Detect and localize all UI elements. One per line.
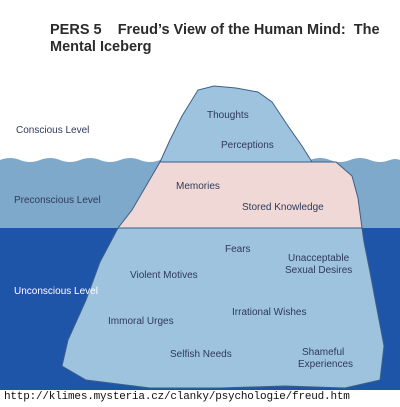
unacceptable-line1-label: Unacceptable xyxy=(288,253,350,264)
title-line-1: PERS 5 Freud’s View of the Human Mind: T… xyxy=(50,22,380,38)
irrational-wishes-label: Irrational Wishes xyxy=(232,307,306,318)
source-url: http://klimes.mysteria.cz/clanky/psychol… xyxy=(4,391,350,403)
shameful-line2-label: Experiences xyxy=(298,359,353,370)
memories-label: Memories xyxy=(176,181,220,192)
page-title: PERS 5 Freud’s View of the Human Mind: T… xyxy=(50,22,390,56)
iceberg-submerged xyxy=(61,227,385,389)
stored-knowledge-label: Stored Knowledge xyxy=(242,202,324,213)
perceptions-label: Perceptions xyxy=(221,140,274,151)
selfish-needs-label: Selfish Needs xyxy=(170,349,232,360)
thoughts-label: Thoughts xyxy=(207,110,249,121)
preconscious-level-label: Preconscious Level xyxy=(14,195,101,206)
violent-motives-label: Violent Motives xyxy=(130,270,198,281)
immoral-urges-label: Immoral Urges xyxy=(108,316,174,327)
unconscious-level-label: Unconscious Level xyxy=(14,286,98,297)
title-line-2: Mental Iceberg xyxy=(50,39,152,55)
conscious-level-label: Conscious Level xyxy=(16,125,89,136)
fears-label: Fears xyxy=(225,244,251,255)
iceberg-preconscious xyxy=(116,161,363,229)
iceberg-tip xyxy=(159,85,313,163)
unacceptable-line2-label: Sexual Desires xyxy=(285,265,352,276)
shameful-line1-label: Shameful xyxy=(302,347,344,358)
